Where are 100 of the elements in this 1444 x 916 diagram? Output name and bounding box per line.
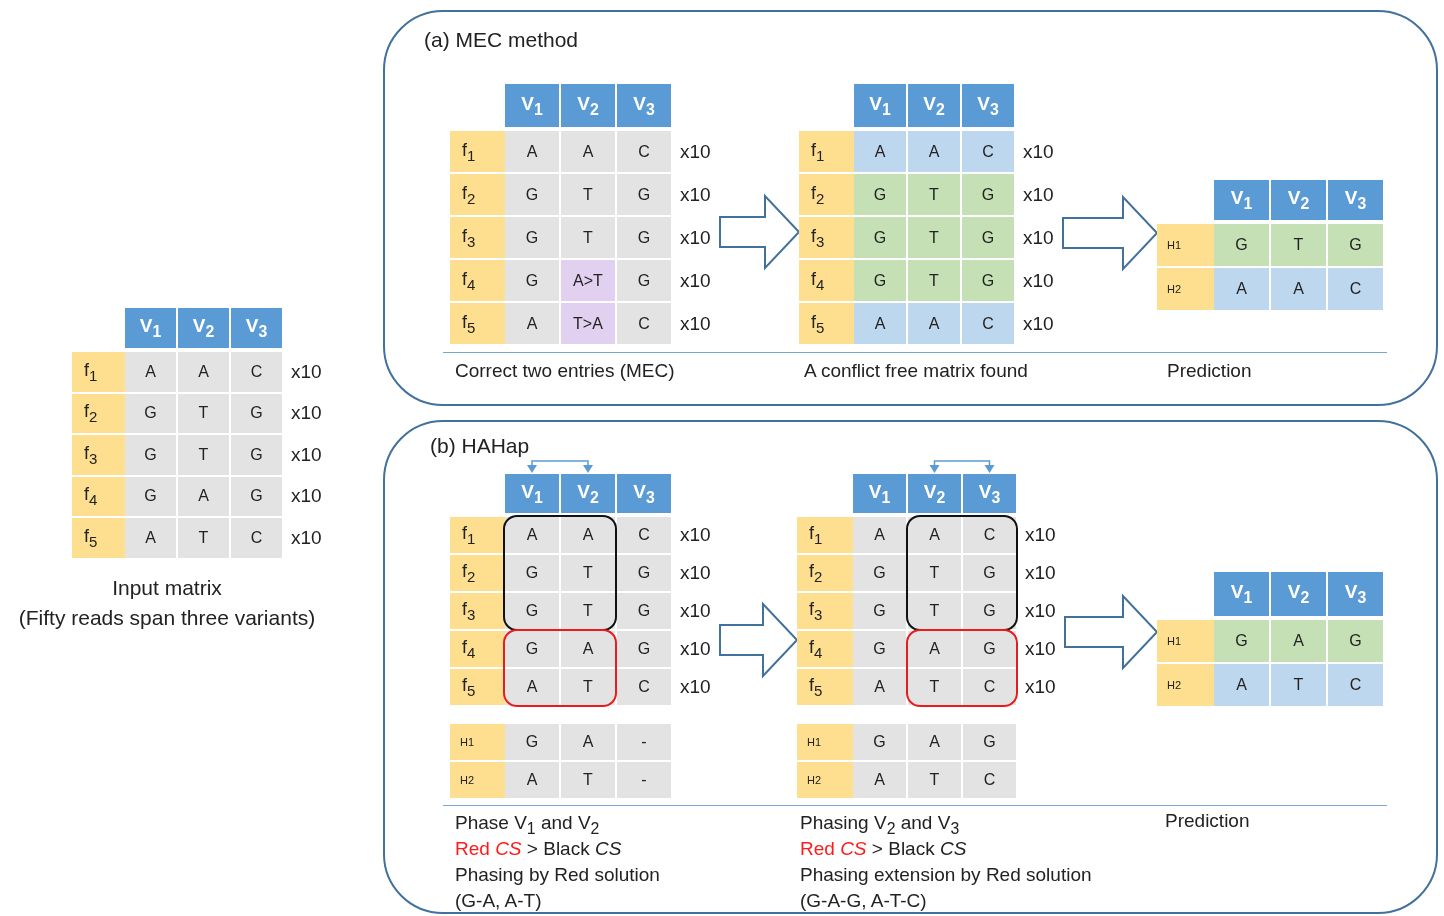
block-arrow <box>719 601 799 679</box>
column-header: V$_{2}$ <box>908 84 960 127</box>
matrix-entry: T <box>178 393 229 433</box>
column-header: V$_{1}$ <box>854 84 906 127</box>
repeat-count: x10 <box>680 268 711 293</box>
matrix-entry: A <box>178 352 229 392</box>
block-arrow <box>1064 593 1159 671</box>
matrix-entry: A <box>561 131 615 172</box>
matrix-entry: G <box>853 631 906 667</box>
matrix-entry: G <box>963 631 1016 667</box>
matrix-entry: C <box>231 518 282 558</box>
column-header: V$_{3}$ <box>231 308 282 348</box>
matrix-entry: C <box>617 131 671 172</box>
matrix-entry: T <box>561 593 615 629</box>
column-header: V$_{1}$ <box>1214 572 1269 616</box>
matrix-entry: C <box>963 669 1016 705</box>
repeat-count: x10 <box>291 442 322 467</box>
repeat-count: x10 <box>1023 139 1054 164</box>
matrix-entry: A <box>908 517 961 553</box>
matrix-entry: G <box>617 555 671 591</box>
matrix-entry: T <box>1271 664 1326 706</box>
repeat-count: x10 <box>291 525 322 550</box>
column-header: V$_{2}$ <box>908 474 961 513</box>
caption-text: Prediction <box>1165 809 1250 833</box>
column-header: V$_{1}$ <box>853 474 906 513</box>
matrix-entry: G <box>125 476 176 516</box>
repeat-count: x10 <box>1023 268 1054 293</box>
repeat-count: x10 <box>1025 599 1056 623</box>
caption-text: Input matrix <box>111 575 223 601</box>
matrix-entry: A <box>125 352 176 392</box>
matrix-entry: T <box>561 669 615 705</box>
matrix-entry: T <box>561 217 615 258</box>
column-header: V$_{3}$ <box>1328 572 1383 616</box>
matrix-entry: A <box>178 476 229 516</box>
matrix-entry: A <box>561 517 615 553</box>
matrix-entry: A <box>854 303 906 344</box>
matrix-entry: A <box>853 762 906 798</box>
column-header: V$_{3}$ <box>1328 180 1383 220</box>
repeat-count: x10 <box>291 359 322 384</box>
repeat-count: x10 <box>291 401 322 426</box>
column-header: V$_{3}$ <box>617 84 671 127</box>
haplotype-table <box>450 722 672 800</box>
matrix-entry: G <box>1328 620 1383 662</box>
matrix-entry: C <box>962 303 1014 344</box>
matrix-entry: G <box>505 174 559 215</box>
matrix-entry: C <box>231 352 282 392</box>
matrix-entry: C <box>617 517 671 553</box>
repeat-count: x10 <box>680 561 711 585</box>
matrix-entry: G <box>617 260 671 301</box>
repeat-count: x10 <box>680 599 711 623</box>
matrix-entry: A <box>505 131 559 172</box>
matrix-entry: G <box>125 393 176 433</box>
matrix-entry: G <box>505 555 559 591</box>
matrix-entry: T <box>178 518 229 558</box>
matrix-entry: G <box>231 476 282 516</box>
matrix-entry: G <box>505 217 559 258</box>
caption-text: Red CS > Black CS <box>800 837 967 861</box>
column-header: V$_{2}$ <box>561 84 615 127</box>
caption-text: Red CS > Black CS <box>455 837 622 861</box>
matrix-entry: A <box>854 131 906 172</box>
matrix-entry: G <box>854 260 906 301</box>
panel-title: (b) HAHap <box>430 434 530 458</box>
block-arrow <box>719 193 801 271</box>
column-header: V$_{3}$ <box>962 84 1014 127</box>
matrix-entry: C <box>962 131 1014 172</box>
panel-title: (a) MEC method <box>424 28 579 52</box>
haplotype-table <box>1157 180 1384 312</box>
matrix-entry: C <box>1328 664 1383 706</box>
matrix-entry: T <box>1271 224 1326 266</box>
matrix-entry: G <box>962 217 1014 258</box>
matrix-entry: A <box>561 724 615 760</box>
matrix-entry: G <box>125 435 176 475</box>
matrix-entry: G <box>231 393 282 433</box>
repeat-count: x10 <box>680 637 711 661</box>
matrix-entry: G <box>853 555 906 591</box>
repeat-count: x10 <box>1025 637 1056 661</box>
matrix-entry: A <box>505 762 559 798</box>
matrix-entry: G <box>962 174 1014 215</box>
matrix-entry: A <box>908 631 961 667</box>
column-header: V$_{2}$ <box>1271 572 1326 616</box>
matrix-entry: G <box>505 260 559 301</box>
matrix-entry: G <box>505 631 559 667</box>
matrix-entry: A>T <box>561 260 615 301</box>
matrix-entry: A <box>505 669 559 705</box>
caption-text: Phasing V$_{2}$ and V$_{3}$ <box>800 811 960 839</box>
matrix-entry: T <box>561 762 615 798</box>
matrix-entry: A <box>908 303 960 344</box>
matrix-entry: A <box>1271 268 1326 310</box>
repeat-count: x10 <box>680 139 711 164</box>
repeat-count: x10 <box>1025 675 1056 699</box>
matrix-entry: G <box>853 593 906 629</box>
matrix-entry: A <box>1214 664 1269 706</box>
repeat-count: x10 <box>1023 225 1054 250</box>
haplotype-table <box>797 722 1017 800</box>
matrix-entry: A <box>561 631 615 667</box>
haplotype-table <box>1157 572 1384 708</box>
repeat-count: x10 <box>680 182 711 207</box>
matrix-entry: G <box>1214 224 1269 266</box>
matrix-entry: T <box>178 435 229 475</box>
matrix-entry: G <box>963 593 1016 629</box>
